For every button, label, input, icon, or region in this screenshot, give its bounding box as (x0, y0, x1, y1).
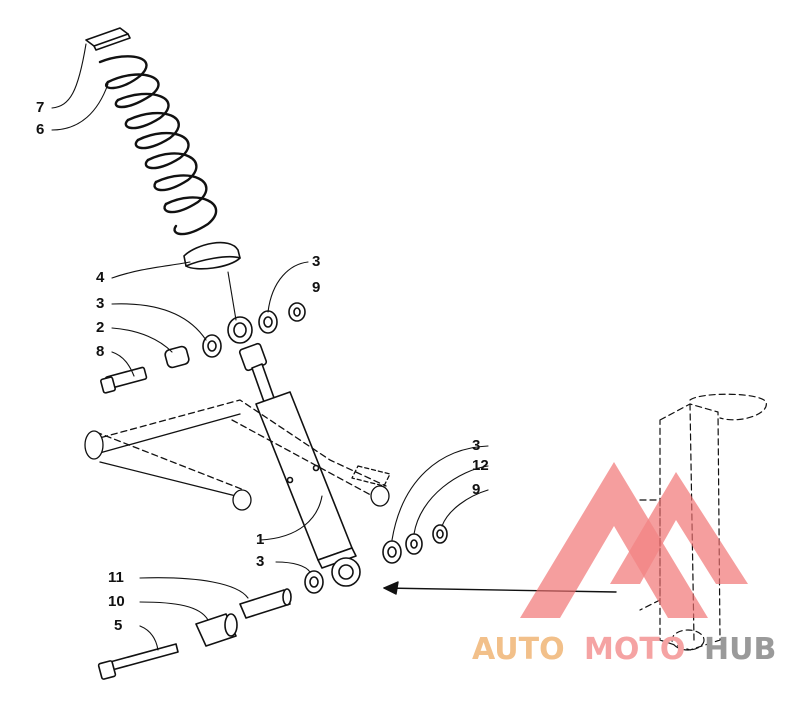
callout-9: 9 (472, 481, 481, 498)
callout-1: 1 (256, 531, 265, 548)
lower-bushing-left (304, 570, 324, 594)
spring-seat (183, 241, 241, 270)
callout-5: 5 (114, 617, 123, 634)
lower-bolt (97, 643, 179, 680)
callout-3: 3 (472, 437, 481, 454)
callout-10: 10 (108, 593, 125, 610)
callout-8: 8 (96, 343, 105, 360)
a-arm (84, 399, 391, 511)
lower-nut (432, 524, 448, 544)
callout-4: 4 (96, 269, 105, 286)
assembly-arrow (383, 581, 617, 595)
upper-bolt (100, 366, 148, 394)
callout-7: 7 (36, 99, 45, 116)
callout-2: 2 (96, 319, 105, 336)
callout-3: 3 (256, 553, 265, 570)
watermark-moto: MOTO (584, 632, 686, 667)
shock-absorber (238, 342, 361, 587)
callout-9: 9 (312, 279, 321, 296)
watermark-auto: AUTO (472, 632, 565, 667)
watermark-hub: HUB (704, 632, 777, 667)
leader-lines (51, 43, 489, 651)
watermark-logo (520, 462, 748, 618)
callout-12: 12 (472, 457, 489, 474)
upper-nut (288, 302, 306, 322)
callout-6: 6 (36, 121, 45, 138)
upper-bushing-right (258, 310, 278, 334)
coil-spring (98, 55, 218, 236)
callout-11: 11 (108, 569, 124, 586)
lower-sleeve (239, 588, 292, 619)
callout-3: 3 (96, 295, 105, 312)
upper-bushing-left (202, 334, 222, 358)
upper-shock-eye (227, 316, 253, 344)
lower-bushing-right (382, 540, 402, 564)
lower-spacer (195, 613, 238, 647)
lower-washer (405, 533, 423, 555)
spring-retainer (85, 27, 131, 51)
callout-3: 3 (312, 253, 321, 270)
